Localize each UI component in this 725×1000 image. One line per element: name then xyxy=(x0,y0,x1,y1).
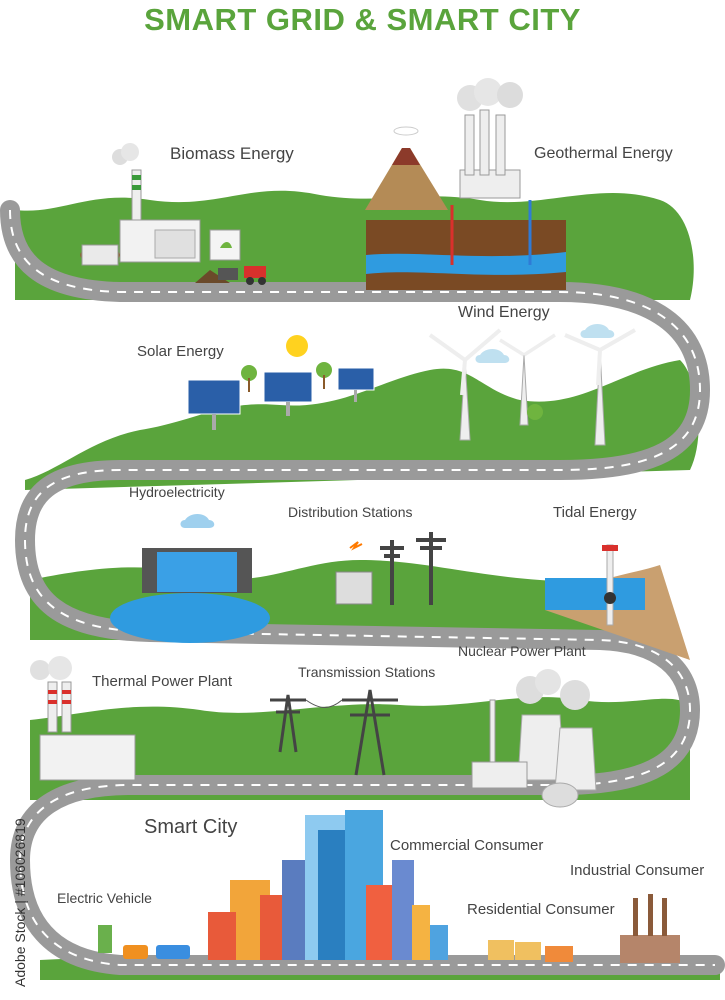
label-distribution-stations: Distribution Stations xyxy=(288,504,413,520)
road-center-line xyxy=(9,209,715,966)
hydro-dam xyxy=(110,514,270,643)
label-thermal-power-plant: Thermal Power Plant xyxy=(92,673,233,690)
label-industrial-consumer: Industrial Consumer xyxy=(570,862,705,879)
label-biomass-energy: Biomass Energy xyxy=(170,144,294,163)
label-electric-vehicle: Electric Vehicle xyxy=(57,890,152,906)
label-wind-energy: Wind Energy xyxy=(458,304,550,321)
label-geothermal-energy: Geothermal Energy xyxy=(534,145,673,162)
stock-watermark: Adobe Stock | #106026819 xyxy=(12,818,28,987)
page-title: SMART GRID & SMART CITY xyxy=(144,2,581,37)
label-residential-consumer: Residential Consumer xyxy=(467,901,615,918)
label-transmission-stations: Transmission Stations xyxy=(298,664,436,680)
thermal-plant xyxy=(30,656,136,781)
solar-farm xyxy=(187,335,375,430)
label-tidal-energy: Tidal Energy xyxy=(553,504,637,521)
nuclear-plant xyxy=(471,669,597,808)
label-hydroelectricity: Hydroelectricity xyxy=(129,484,225,500)
biomass-plant xyxy=(80,143,266,285)
geothermal-plant xyxy=(365,78,566,290)
hill-row-2 xyxy=(25,360,699,490)
road xyxy=(0,200,725,975)
distribution-station xyxy=(335,532,446,605)
wind-farm xyxy=(428,324,636,446)
label-nuclear-power-plant: Nuclear Power Plant xyxy=(458,643,586,659)
smart-city-skyline xyxy=(98,810,680,963)
transmission-towers xyxy=(270,689,398,776)
tidal-station xyxy=(545,544,690,660)
label-solar-energy: Solar Energy xyxy=(137,343,224,360)
label-commercial-consumer: Commercial Consumer xyxy=(390,837,544,854)
label-smart-city: Smart City xyxy=(144,816,238,838)
